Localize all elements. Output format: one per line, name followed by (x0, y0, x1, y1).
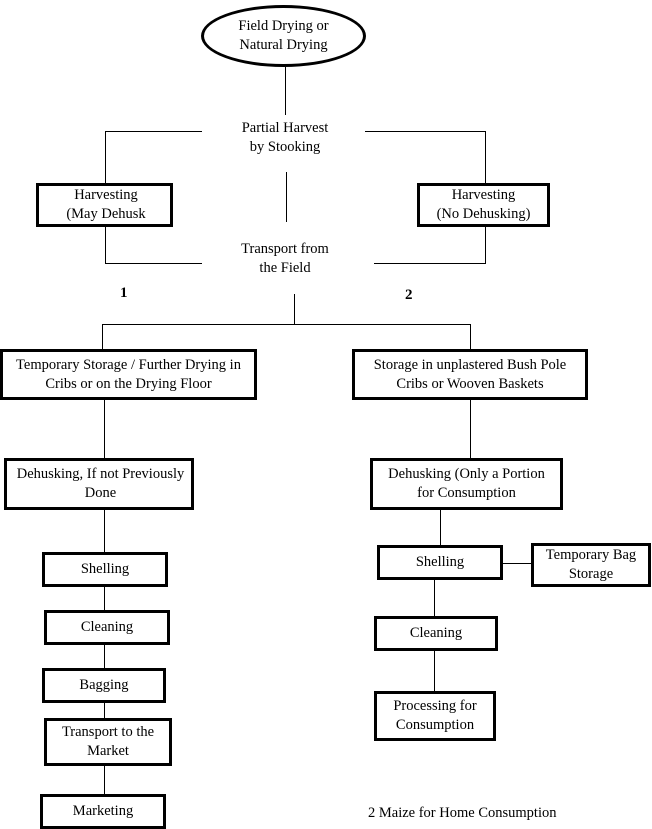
node-cleaning-right[interactable]: Cleaning (374, 616, 498, 651)
connector-harvesting-left-down (105, 227, 106, 263)
connector-shelling-to-cleaning-left (104, 587, 105, 610)
connector-shelling-to-bag-storage (503, 563, 531, 564)
branch-label-two: 2 (405, 287, 413, 303)
connector-oval-to-partial-harvest (285, 67, 286, 115)
node-shelling-left-label: Shelling (80, 561, 130, 578)
connector-shelling-to-cleaning-right (434, 580, 435, 616)
connector-dehusking-to-shelling-left (104, 510, 105, 552)
node-cleaning-left[interactable]: Cleaning (44, 610, 170, 645)
diagram-caption: 2 Maize for Home Consumption (368, 805, 557, 821)
node-bagging-label: Bagging (79, 677, 129, 694)
connector-bush-pole-to-dehusking (470, 400, 471, 458)
node-shelling-left[interactable]: Shelling (42, 552, 168, 587)
branch-label-one: 1 (120, 285, 128, 301)
connector-temp-storage-to-dehusking (104, 400, 105, 458)
connector-split-right (365, 131, 486, 132)
node-bagging[interactable]: Bagging (42, 668, 166, 703)
node-shelling-right[interactable]: Shelling (377, 545, 503, 580)
connector-split-left (105, 131, 202, 132)
connector-transport-to-marketing (104, 766, 105, 794)
node-marketing-label: Marketing (72, 803, 134, 820)
node-harvesting-no-dehusking-label: Harvesting(No Dehusking) (436, 187, 531, 222)
connector-harvesting-right-down (485, 227, 486, 263)
connector-cleaning-to-bagging (104, 645, 105, 668)
node-cleaning-left-label: Cleaning (80, 619, 134, 636)
connector-cleaning-to-processing (434, 651, 435, 691)
connector-merge-right (374, 263, 486, 264)
connector-bagging-to-transport (104, 703, 105, 718)
connector-branch-bar (102, 324, 471, 325)
node-shelling-right-label: Shelling (415, 554, 465, 571)
connector-stem-to-branch-bar (294, 294, 295, 324)
node-harvesting-may-dehusk-label: Harvesting(May Dehusk (66, 187, 146, 222)
connector-branch-down-right (470, 324, 471, 349)
connector-branch-down-left (102, 324, 103, 349)
connector-merge-left (105, 263, 202, 264)
node-harvesting-no-dehusking[interactable]: Harvesting(No Dehusking) (417, 183, 550, 227)
node-harvesting-may-dehusk[interactable]: Harvesting(May Dehusk (36, 183, 173, 227)
connector-down-to-harvesting-right (485, 131, 486, 183)
connector-partial-harvest-to-transport (286, 172, 287, 222)
node-cleaning-right-label: Cleaning (409, 625, 463, 642)
connector-dehusking-to-shelling-right (440, 510, 441, 545)
connector-down-to-harvesting-left (105, 131, 106, 183)
node-marketing[interactable]: Marketing (40, 794, 166, 829)
